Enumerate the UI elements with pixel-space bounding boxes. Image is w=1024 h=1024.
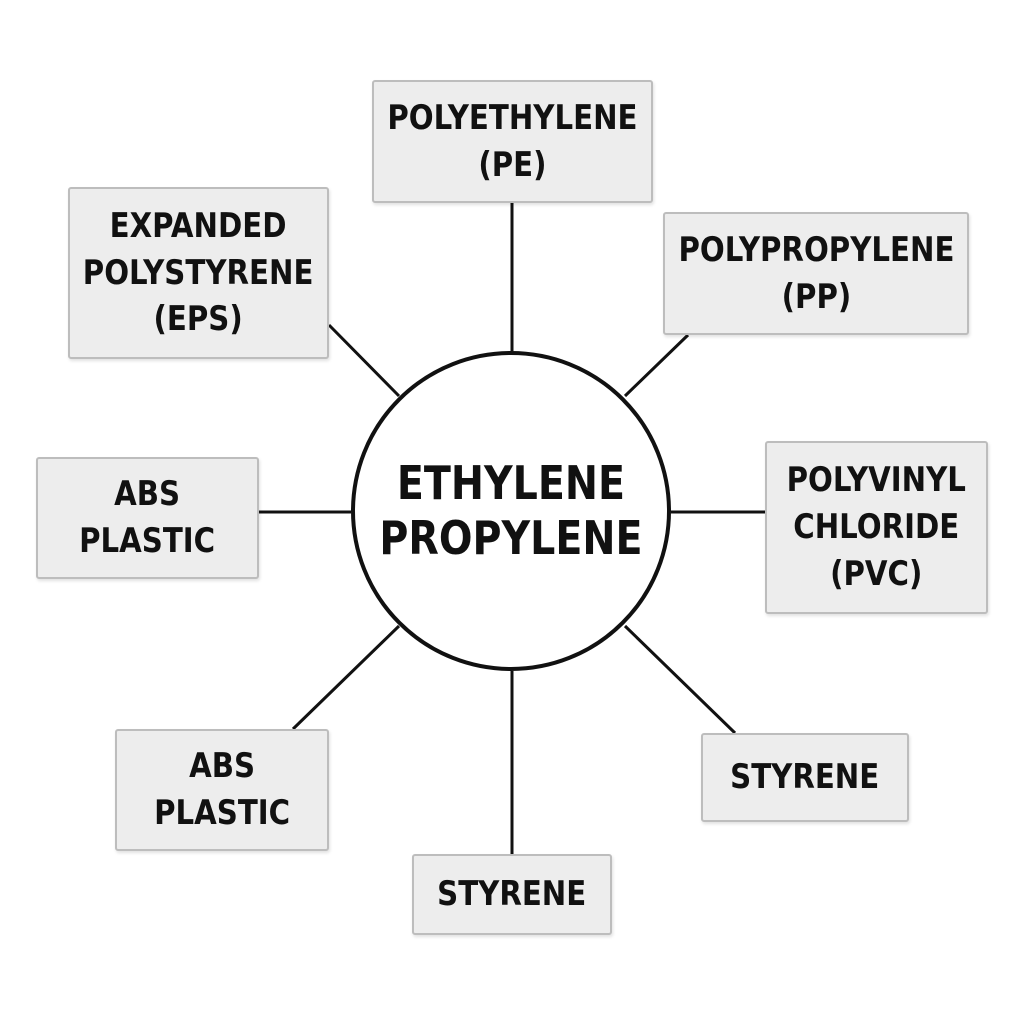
node-polyvinyl-chloride: POLYVINYL CHLORIDE (PVC) bbox=[765, 441, 988, 614]
node-line: EXPANDED bbox=[110, 205, 287, 246]
node-expanded-polystyrene: EXPANDED POLYSTYRENE (EPS) bbox=[68, 187, 329, 359]
node-label: ABS PLASTIC bbox=[79, 471, 215, 565]
node-styrene-bottom: STYRENE bbox=[412, 854, 612, 935]
node-label: STYRENE bbox=[437, 871, 586, 918]
node-line: PLASTIC bbox=[79, 521, 216, 561]
node-label: POLYETHYLENE (PE) bbox=[387, 95, 637, 189]
node-line: ABS bbox=[189, 746, 255, 787]
node-label: STYRENE bbox=[730, 754, 879, 801]
node-line: POLYPROPYLENE bbox=[677, 229, 955, 270]
node-line: STYRENE bbox=[437, 874, 587, 915]
node-line: STYRENE bbox=[730, 757, 880, 798]
node-label: POLYPROPYLENE (PP) bbox=[678, 227, 954, 321]
center-line: PROPYLENE bbox=[379, 511, 643, 565]
node-line: (PVC) bbox=[830, 553, 923, 594]
node-label: EXPANDED POLYSTYRENE (EPS) bbox=[83, 203, 314, 344]
connector-styrene-right bbox=[623, 624, 737, 735]
node-line: (EPS) bbox=[153, 299, 244, 340]
node-line: POLYETHYLENE bbox=[387, 97, 638, 138]
node-line: POLYSTYRENE bbox=[83, 252, 314, 293]
node-label: POLYVINYL CHLORIDE (PVC) bbox=[787, 457, 966, 598]
node-abs-plastic-left: ABS PLASTIC bbox=[36, 457, 259, 579]
node-abs-plastic-lower: ABS PLASTIC bbox=[115, 729, 329, 851]
node-line: ABS bbox=[114, 474, 181, 515]
node-line: (PE) bbox=[478, 144, 547, 185]
connector-eps bbox=[327, 323, 401, 398]
center-hub: ETHYLENE PROPYLENE bbox=[351, 351, 671, 671]
node-polypropylene: POLYPROPYLENE (PP) bbox=[663, 212, 969, 335]
connector-pp bbox=[623, 333, 690, 398]
node-line: POLYVINYL bbox=[786, 460, 967, 501]
node-line: PLASTIC bbox=[153, 793, 291, 833]
center-hub-label: ETHYLENE PROPYLENE bbox=[379, 456, 642, 566]
center-line: ETHYLENE bbox=[396, 455, 626, 510]
connector-abs-lower bbox=[291, 624, 401, 731]
node-label: ABS PLASTIC bbox=[154, 743, 290, 837]
node-styrene-right: STYRENE bbox=[701, 733, 909, 822]
node-line: (PP) bbox=[781, 276, 851, 317]
node-polyethylene: POLYETHYLENE (PE) bbox=[372, 80, 653, 203]
node-line: CHLORIDE bbox=[793, 507, 960, 548]
